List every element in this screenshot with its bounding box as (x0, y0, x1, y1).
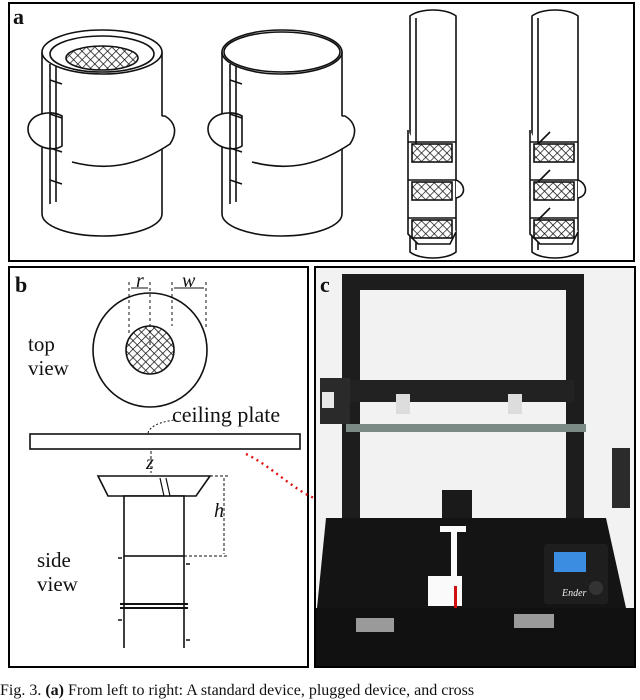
plugged-device (207, 29, 356, 237)
top-view-label: top view (28, 332, 69, 380)
printer-brand-text: Ender (562, 588, 587, 599)
printer-photo (316, 268, 634, 666)
panel-a-label: a (13, 4, 24, 29)
panel-b: b r w top view ceiling plate z h side vi… (8, 266, 309, 668)
ceiling-plate-label: ceiling plate (172, 402, 281, 427)
caption-text: From left to right: A standard device, p… (68, 682, 475, 699)
w-label: w (182, 270, 196, 292)
cross-section-device-1 (407, 9, 465, 259)
side-view-label: side view (37, 548, 78, 596)
caption-fig-number: Fig. 3. (0, 682, 42, 699)
side-view-line1: side (37, 548, 71, 572)
panel-a: a (8, 2, 635, 262)
r-label: r (136, 270, 144, 292)
cross-section-device-2 (529, 9, 587, 259)
panel-b-label: b (15, 272, 28, 297)
standard-device (27, 29, 176, 237)
device-illustrations (27, 9, 587, 259)
figure-caption: Fig. 3. (a) From left to right: A standa… (0, 681, 640, 700)
side-view-line2: view (37, 572, 78, 596)
panel-c-label: c (320, 272, 330, 297)
z-label: z (146, 452, 154, 474)
caption-bold-part: (a) (45, 682, 64, 699)
h-label: h (214, 500, 224, 522)
panel-c: c Ender (314, 266, 636, 668)
top-view-line1: top (28, 332, 55, 356)
geometry-diagram (29, 282, 301, 648)
top-view-line2: view (28, 356, 69, 380)
